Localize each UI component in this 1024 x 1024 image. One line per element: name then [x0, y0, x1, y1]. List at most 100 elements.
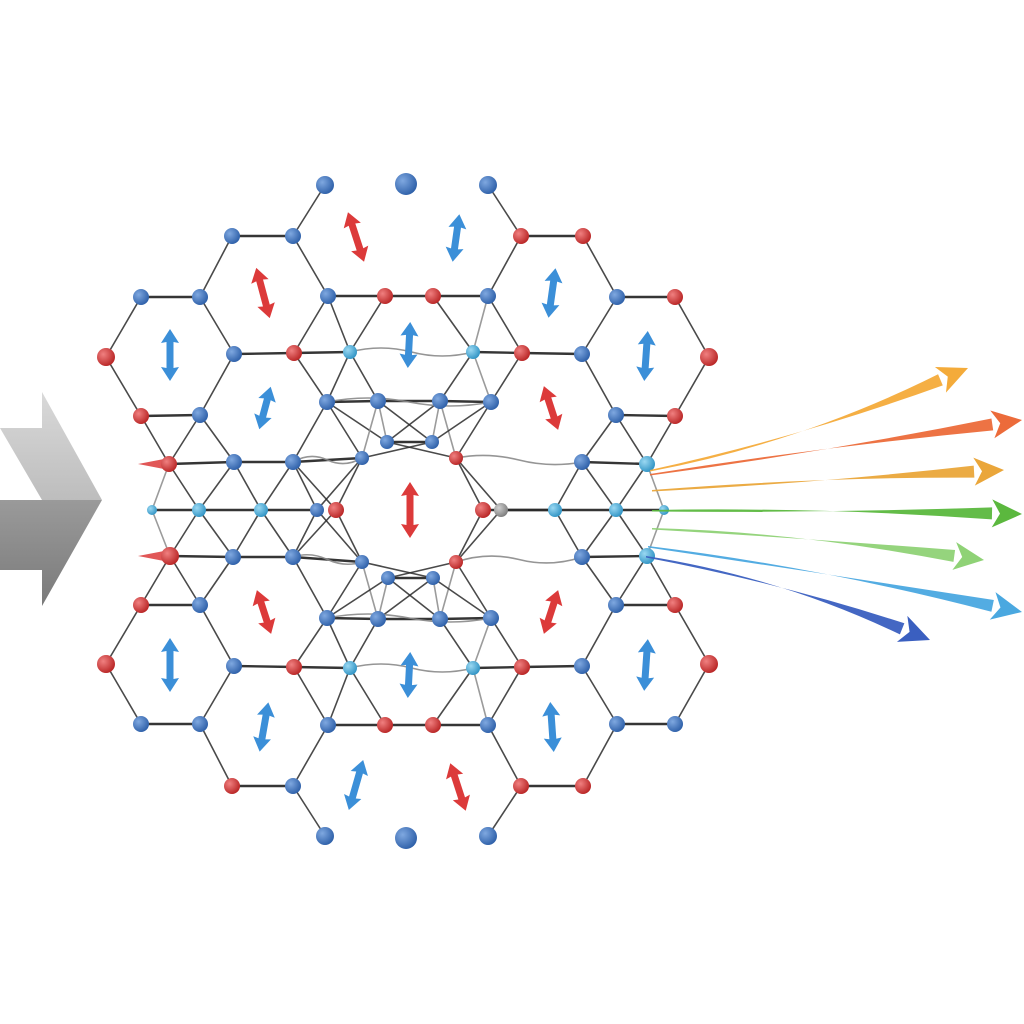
lattice-edge	[105, 604, 142, 665]
wavy-bond	[292, 455, 363, 465]
lattice-node-blue	[224, 228, 240, 244]
lattice-node-blue	[483, 610, 499, 626]
lattice-edge	[438, 399, 493, 404]
lattice-edge	[260, 461, 294, 511]
lattice-node-red	[475, 502, 491, 518]
lattice-edge	[292, 461, 337, 511]
spin-arrow-icon	[445, 214, 467, 262]
spin-spike-icon	[138, 551, 164, 561]
lattice-node-red	[514, 659, 530, 675]
lattice-node-blue	[667, 716, 683, 732]
lattice-node-blue	[480, 288, 496, 304]
lattice-edge	[349, 351, 379, 402]
lattice-edge	[232, 351, 296, 356]
lattice-node-blue	[285, 778, 301, 794]
lattice-edge	[199, 723, 233, 787]
lattice-node-blue	[285, 549, 301, 565]
lattice-edge	[387, 561, 457, 579]
lattice-edge	[168, 414, 201, 465]
lattice-edge	[581, 604, 617, 667]
lattice-edge	[487, 295, 523, 354]
lattice-edge	[439, 351, 474, 402]
spin-arrow-icon	[636, 639, 656, 691]
lattice-edge	[674, 663, 710, 725]
lattice-node-blue	[192, 716, 208, 732]
lattice-node-blue	[316, 176, 334, 194]
lattice-edge	[293, 666, 329, 726]
lattice-node-cyan	[343, 345, 357, 359]
lattice-edge	[582, 723, 618, 787]
lattice-edge	[198, 509, 234, 558]
lattice-edge	[327, 667, 351, 726]
spin-arrow-icon	[542, 702, 562, 752]
lattice-edge	[615, 509, 648, 557]
lattice-edge	[325, 399, 380, 404]
lattice-nodes	[97, 173, 718, 849]
lattice-node-blue	[479, 176, 497, 194]
lattice-edge	[349, 295, 386, 353]
spin-arrow-icon	[401, 482, 419, 538]
lattice-edge	[674, 296, 710, 358]
lattice-edge	[199, 665, 235, 725]
lattice-node-blue	[225, 549, 241, 565]
lattice-node-blue	[226, 346, 242, 362]
lattice-node-blue	[574, 658, 590, 674]
lattice-edge	[487, 184, 522, 237]
lattice-node-blue	[133, 716, 149, 732]
spin-arrow-icon	[399, 652, 419, 698]
lattice-edge	[292, 461, 318, 511]
spin-arrow-icon	[446, 763, 470, 811]
output-ray-icon	[646, 556, 930, 642]
lattice-edge	[325, 616, 380, 621]
lattice-edge	[520, 664, 584, 669]
lattice-edge	[326, 561, 363, 619]
input-arrow-icon	[0, 392, 102, 606]
lattice-edge	[233, 461, 262, 511]
output-ray-icon	[652, 499, 1022, 528]
wavy-bond	[326, 397, 492, 407]
spin-arrow-icon	[636, 331, 656, 381]
lattice-node-blue	[320, 717, 336, 733]
lattice-node-cyan	[147, 505, 157, 515]
lattice-node-cyan	[254, 503, 268, 517]
lattice-node-red	[449, 555, 463, 569]
lattice-edge	[455, 457, 484, 511]
lattice-edge	[361, 441, 433, 459]
lattice-edge	[292, 235, 329, 297]
lattice-edge	[432, 295, 474, 353]
spin-arrow-icon	[161, 638, 179, 692]
lattice-edge	[199, 296, 235, 355]
lattice-edge	[151, 463, 170, 511]
lattice-edge	[439, 618, 474, 669]
output-ray-icon	[648, 546, 1022, 620]
output-ray-icon	[650, 366, 968, 472]
lattice-node-red	[133, 597, 149, 613]
lattice-node-blue	[310, 503, 324, 517]
lattice-node-red	[286, 345, 302, 361]
lattice-edge	[615, 463, 648, 511]
lattice-edge	[293, 295, 329, 354]
lattice-edge	[471, 350, 524, 355]
lattice-edge	[361, 561, 434, 579]
lattice-node-red	[377, 717, 393, 733]
lattice-edge	[472, 667, 489, 726]
lattice-node-red	[667, 408, 683, 424]
lattice-edges	[105, 184, 710, 837]
lattice-edge	[232, 664, 296, 669]
lattice-node-red	[700, 655, 718, 673]
lattice-node-red	[224, 778, 240, 794]
lattice-edge	[386, 400, 441, 443]
lattice-node-red	[377, 288, 393, 304]
lattice-node-cyan	[548, 503, 562, 517]
lattice-node-blue	[608, 597, 624, 613]
lattice-node-gray	[494, 503, 508, 517]
lattice-edge	[580, 554, 649, 559]
lattice-edge	[455, 561, 492, 619]
spin-arrow-icon	[541, 268, 563, 318]
lattice-edge	[326, 351, 351, 403]
lattice-edge	[349, 618, 379, 669]
lattice-node-blue	[609, 289, 625, 305]
lattice-node-blue	[192, 289, 208, 305]
spin-arrows	[138, 212, 656, 811]
lattice-node-red	[133, 408, 149, 424]
